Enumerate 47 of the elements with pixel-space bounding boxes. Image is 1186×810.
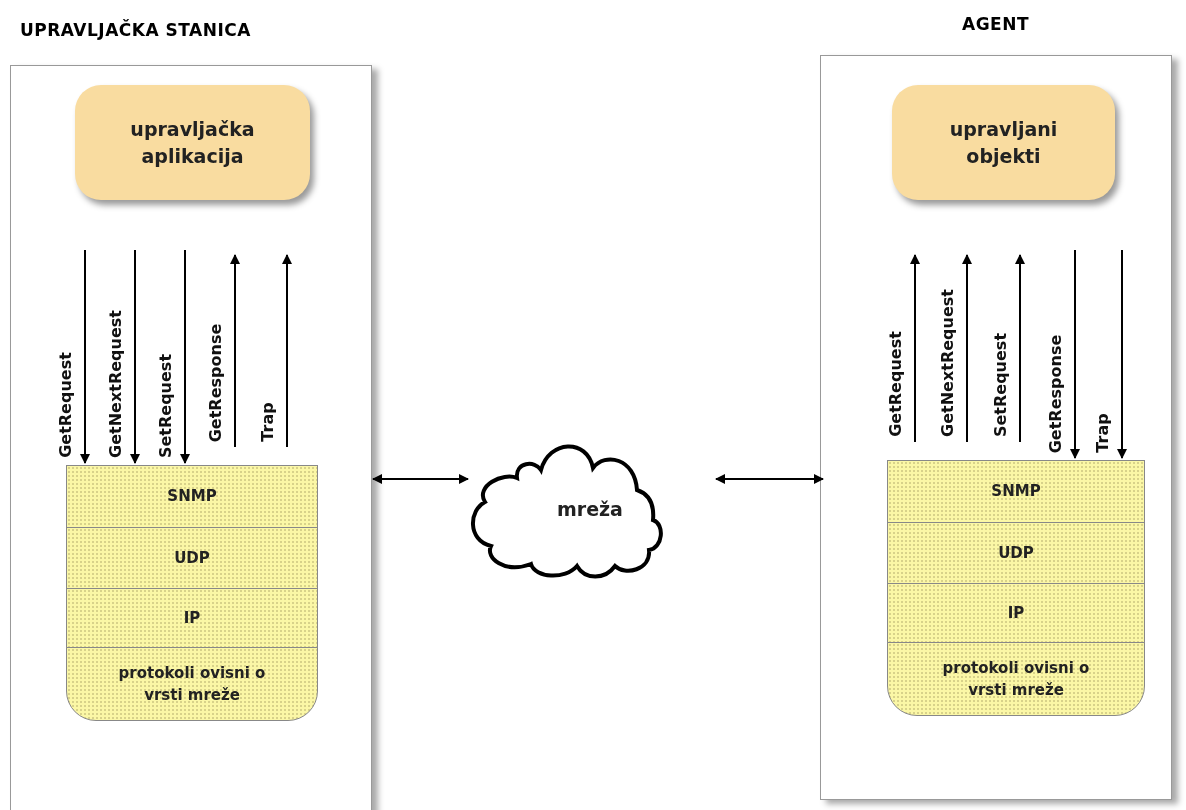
arrow — [372, 474, 469, 484]
protocol-layer — [66, 588, 318, 648]
layer-label: UDP — [174, 547, 210, 569]
edge-label: GetNextRequest — [937, 289, 957, 437]
edge-label: GetResponse — [205, 323, 225, 442]
protocol-layer — [887, 460, 1145, 523]
arrow — [962, 254, 972, 443]
layer-label: SNMP — [167, 486, 217, 508]
arrow — [130, 249, 140, 464]
arrow — [230, 254, 240, 448]
arrow — [715, 474, 824, 484]
protocol-layer — [66, 527, 318, 589]
station-panel — [10, 65, 372, 810]
protocol-layer — [887, 583, 1145, 643]
protocol-layer — [66, 465, 318, 528]
arrow — [1070, 249, 1080, 459]
layer-label: IP — [183, 607, 201, 629]
edge-label: GetRequest — [885, 331, 905, 437]
edge-label: GetRequest — [55, 352, 75, 458]
arrow — [80, 249, 90, 464]
edge-label: Trap — [1092, 413, 1112, 453]
cloud-label: mreža — [557, 498, 623, 520]
application-box — [75, 85, 310, 200]
layer-label: SNMP — [991, 481, 1041, 503]
arrow — [180, 249, 190, 464]
arrow — [1117, 249, 1127, 459]
application-box — [892, 85, 1115, 200]
layer-label: IP — [1007, 602, 1025, 624]
panel-heading: AGENT — [962, 14, 1030, 34]
box-label: upravljačka aplikacija — [129, 116, 256, 169]
panel-heading: UPRAVLJAČKA STANICA — [20, 20, 251, 40]
edge-label: GetNextRequest — [105, 310, 125, 458]
box-label: upravljani objekti — [948, 116, 1059, 169]
arrow — [1015, 254, 1025, 443]
protocol-layer — [887, 522, 1145, 584]
layer-label: protokoli ovisni o vrsti mreže — [117, 662, 267, 706]
edge-label: GetResponse — [1045, 334, 1065, 453]
edge-label: SetRequest — [155, 353, 175, 458]
arrow — [910, 254, 920, 443]
edge-label: SetRequest — [990, 332, 1010, 437]
arrow — [282, 254, 292, 448]
protocol-layer — [66, 647, 318, 721]
layer-label: protokoli ovisni o vrsti mreže — [941, 657, 1091, 701]
station-panel — [820, 55, 1172, 800]
edge-label: Trap — [257, 402, 277, 442]
layer-label: UDP — [998, 542, 1034, 564]
protocol-layer — [887, 642, 1145, 716]
